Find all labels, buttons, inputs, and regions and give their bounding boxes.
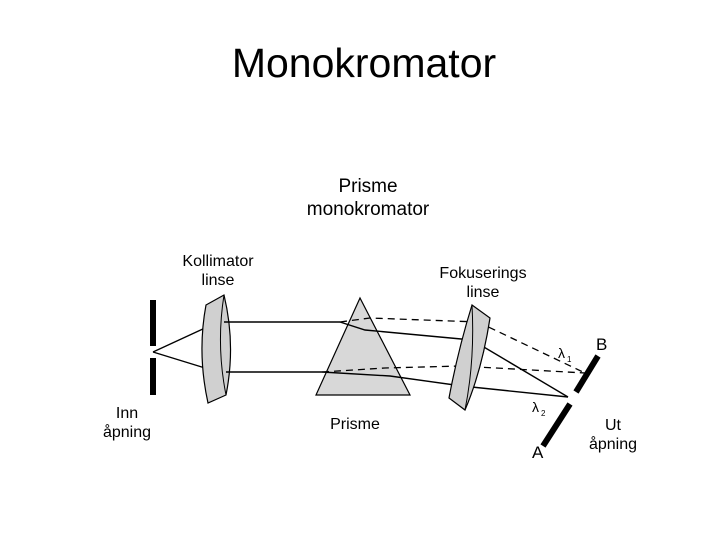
collimator-label-line1: Kollimator	[182, 253, 254, 270]
focusing-lens	[448, 304, 491, 411]
entrance-label-line1: Inn	[116, 405, 138, 422]
prism-label: Prisme	[330, 416, 380, 433]
page-title: Monokromator	[231, 40, 497, 86]
lambda1-subscript: 1	[567, 355, 572, 364]
diagram-heading-line2: monokromator	[307, 199, 430, 220]
point-b-label: B	[596, 335, 607, 354]
exit-label-line2: åpning	[589, 435, 637, 453]
diagram-heading-line1: Prisme	[338, 176, 397, 197]
focusing-label-line1: Fokuserings	[439, 265, 526, 282]
parallel-beams	[224, 321, 340, 373]
collimator-label-line2: linse	[202, 272, 235, 289]
lambda1-symbol: λ	[558, 345, 565, 361]
collimator-lens	[201, 294, 232, 404]
entrance-label-line2: åpning	[103, 423, 151, 441]
prism	[315, 296, 411, 396]
exit-slit	[540, 354, 601, 448]
focusing-label-line2: linse	[467, 284, 500, 301]
lambda2-symbol: λ	[532, 399, 539, 415]
dispersed-beams	[321, 317, 586, 398]
point-a-label: A	[532, 443, 544, 462]
lambda2-subscript: 2	[541, 409, 546, 418]
exit-label-line1: Ut	[605, 417, 622, 434]
